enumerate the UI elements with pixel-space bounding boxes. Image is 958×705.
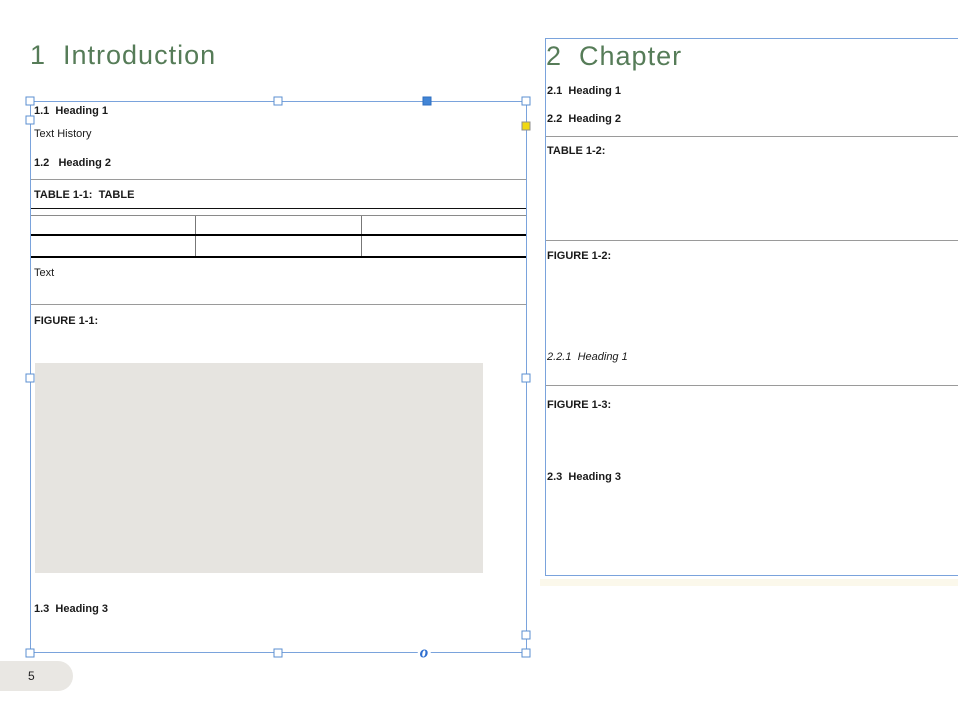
selection-handle-mid-left[interactable]	[25, 373, 35, 383]
table-row	[31, 236, 526, 256]
text-flow-handle[interactable]	[422, 96, 432, 106]
section-rule	[546, 136, 958, 137]
page-number-label: 5	[28, 669, 35, 683]
page-number-tab[interactable]: 5	[0, 661, 73, 691]
table-cell	[362, 216, 526, 234]
figure-image-placeholder[interactable]	[35, 363, 483, 573]
heading-1-1: 1.1 Heading 1	[34, 105, 108, 117]
left-chapter-title: 1 Introduction	[30, 40, 217, 70]
heading-2-3: 2.3 Heading 3	[547, 471, 621, 483]
page-edge-shadow	[540, 579, 958, 586]
heading-2-2: 2.2 Heading 2	[547, 113, 621, 125]
left-text-frame[interactable]: 1.1 Heading 1 Text History 1.2 Heading 2…	[30, 101, 527, 653]
section-rule	[31, 179, 526, 180]
selection-handle-top-left[interactable]	[25, 96, 35, 106]
heading-2-1: 2.1 Heading 1	[547, 85, 621, 97]
table-cell	[31, 216, 197, 234]
link-handle-left[interactable]	[25, 115, 35, 125]
selection-handle-top-mid[interactable]	[273, 96, 283, 106]
table-cell	[31, 236, 197, 256]
heading-1-2: 1.2 Heading 2	[34, 157, 112, 169]
link-handle-right[interactable]	[521, 630, 531, 640]
table-cell	[362, 236, 526, 256]
table-caption-1-2: TABLE 1-2:	[547, 145, 606, 157]
selection-handle-bottom-right[interactable]	[521, 648, 531, 658]
section-rule	[546, 385, 958, 386]
table-caption-1-1: TABLE 1-1: TABLE	[34, 189, 135, 201]
selection-handle-mid-right[interactable]	[521, 373, 531, 383]
selection-handle-bottom-left[interactable]	[25, 648, 35, 658]
rotation-handle[interactable]	[521, 121, 531, 131]
heading-1-3: 1.3 Heading 3	[34, 603, 108, 615]
section-rule	[31, 304, 526, 305]
table-cell	[196, 216, 362, 234]
figure-caption-1-3: FIGURE 1-3:	[547, 399, 612, 411]
figure-caption-1-1: FIGURE 1-1:	[34, 315, 99, 327]
selection-handle-top-right[interactable]	[521, 96, 531, 106]
body-text: Text	[34, 267, 55, 279]
heading-2-2-1: 2.2.1 Heading 1	[547, 351, 628, 363]
table-top-rule	[31, 208, 526, 209]
figure-caption-1-2: FIGURE 1-2:	[547, 250, 612, 262]
text-overflow-indicator[interactable]: o	[417, 642, 431, 662]
right-text-frame[interactable]: 2.1 Heading 1 2.2 Heading 2 TABLE 1-2: F…	[545, 38, 958, 576]
table-cell	[196, 236, 362, 256]
selection-handle-bottom-mid[interactable]	[273, 648, 283, 658]
right-chapter-title: 2 Chapter	[546, 41, 683, 71]
text-history: Text History	[34, 128, 92, 140]
section-rule	[546, 240, 958, 241]
table-row	[31, 216, 526, 236]
document-table[interactable]	[31, 215, 526, 258]
